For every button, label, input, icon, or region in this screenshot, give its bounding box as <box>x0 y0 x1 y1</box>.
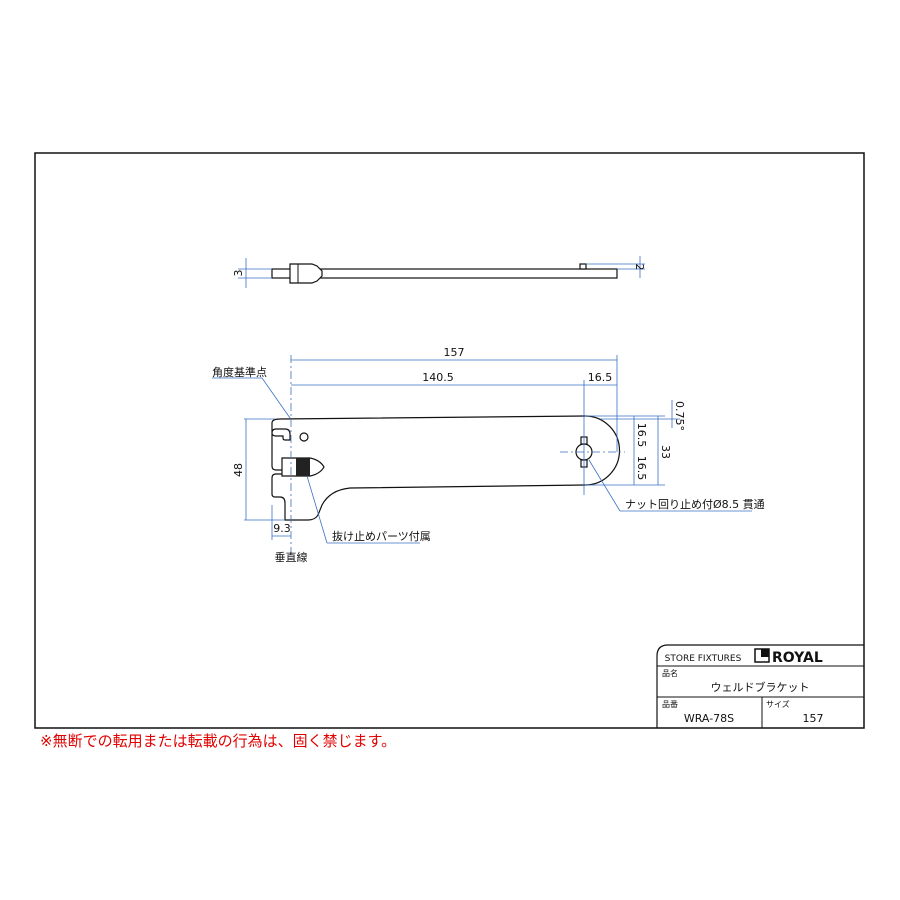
title-header: STORE FIXTURES <box>665 654 742 664</box>
dim-half-upper: 16.5 <box>635 423 648 448</box>
top-view <box>238 256 645 288</box>
title-block <box>656 644 864 728</box>
dim-hole-to-end: 16.5 <box>588 371 613 384</box>
drawing-frame <box>34 152 865 729</box>
part-no-value: WRA-78S <box>684 712 734 725</box>
size-label: サイズ <box>766 699 790 709</box>
dim-hook-offset: 9.3 <box>273 522 291 535</box>
label-hole-note: ナット回り止め付Ø8.5 貫通 <box>625 498 765 511</box>
dim-tab-height: 2 <box>633 264 646 271</box>
label-angle-reference: 角度基準点 <box>212 365 267 379</box>
name-value: ウェルドブラケット <box>711 680 810 694</box>
name-label: 品名 <box>662 668 678 678</box>
dim-angle: 0.75° <box>673 401 686 431</box>
dim-end-height: 33 <box>659 445 672 459</box>
dim-half-lower: 16.5 <box>635 456 648 481</box>
dim-height: 48 <box>232 463 245 477</box>
front-view <box>212 355 752 560</box>
label-vertical-line: 垂直線 <box>275 550 308 564</box>
dim-hole-position: 140.5 <box>422 371 454 384</box>
part-no-label: 品番 <box>662 699 678 709</box>
copyright-notice: ※無断での転用または転載の行為は、固く禁じます。 <box>40 732 397 750</box>
label-stopper: 抜け止めパーツ付属 <box>332 529 431 543</box>
dim-thickness: 3 <box>232 270 245 277</box>
brand-name: ROYAL <box>772 650 823 666</box>
size-value: 157 <box>803 712 824 725</box>
dim-overall-length: 157 <box>444 346 465 359</box>
